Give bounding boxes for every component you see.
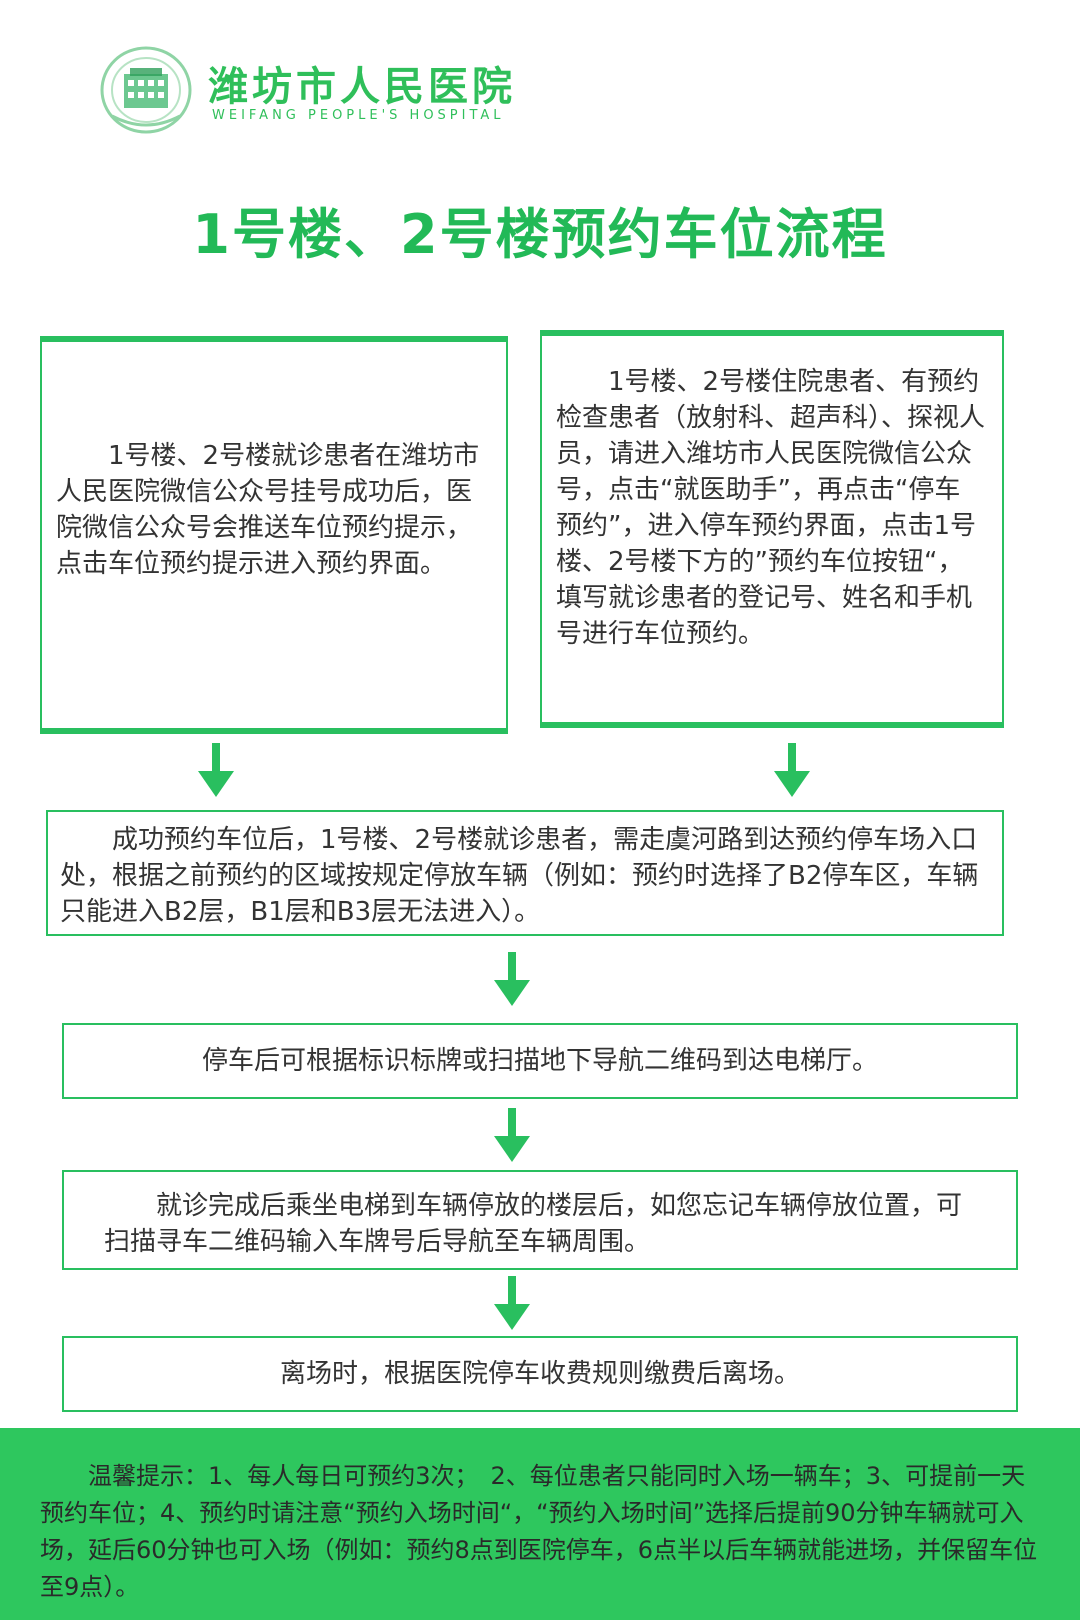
flow-step-find-car: 就诊完成后乘坐电梯到车辆停放的楼层后，如您忘记车辆停放位置，可扫描寻车二维码输入… [62, 1170, 1018, 1270]
flow-step-find-car-text: 就诊完成后乘坐电梯到车辆停放的楼层后，如您忘记车辆停放位置，可扫描寻车二维码输入… [104, 1191, 963, 1257]
hospital-emblem-icon [100, 46, 192, 134]
arrow-down-icon [494, 1108, 530, 1162]
arrow-down-icon [494, 952, 530, 1006]
arrow-down-icon [198, 743, 234, 797]
tips-text: 温馨提示：1、每人每日可预约3次； 2、每位患者只能同时入场一辆车；3、可提前一… [40, 1462, 1038, 1601]
flow-box-inpatient: 1号楼、2号楼住院患者、有预约检查患者（放射科、超声科）、探视人员，请进入潍坊市… [540, 330, 1004, 728]
flow-step-elevator: 停车后可根据标识标牌或扫描地下导航二维码到达电梯厅。 [62, 1023, 1018, 1099]
arrow-down-icon [494, 1276, 530, 1330]
flow-step-leave-text: 离场时，根据医院停车收费规则缴费后离场。 [279, 1359, 800, 1389]
hospital-logo: 潍坊市人民医院 WEIFANG PEOPLE'S HOSPITAL [88, 36, 512, 136]
flow-step-elevator-text: 停车后可根据标识标牌或扫描地下导航二维码到达电梯厅。 [201, 1046, 878, 1076]
hospital-name-cn: 潍坊市人民医院 [208, 63, 516, 110]
flow-step-leave: 离场时，根据医院停车收费规则缴费后离场。 [62, 1336, 1018, 1412]
arrow-down-icon [774, 743, 810, 797]
flow-step-parking: 成功预约车位后，1号楼、2号楼就诊患者，需走虞河路到达预约停车场入口处，根据之前… [46, 810, 1004, 936]
flow-step-parking-text: 成功预约车位后，1号楼、2号楼就诊患者，需走虞河路到达预约停车场入口处，根据之前… [60, 825, 979, 927]
flow-box-outpatient-text: 1号楼、2号楼就诊患者在潍坊市人民医院微信公众号挂号成功后，医院微信公众号会推送… [56, 441, 480, 579]
flow-box-inpatient-text: 1号楼、2号楼住院患者、有预约检查患者（放射科、超声科）、探视人员，请进入潍坊市… [556, 367, 986, 649]
flow-box-outpatient: 1号楼、2号楼就诊患者在潍坊市人民医院微信公众号挂号成功后，医院微信公众号会推送… [40, 336, 508, 734]
hospital-name-en: WEIFANG PEOPLE'S HOSPITAL [212, 108, 505, 123]
tips-banner: 温馨提示：1、每人每日可预约3次； 2、每位患者只能同时入场一辆车；3、可提前一… [0, 1428, 1080, 1620]
page-title: 1号楼、2号楼预约车位流程 [192, 203, 888, 266]
